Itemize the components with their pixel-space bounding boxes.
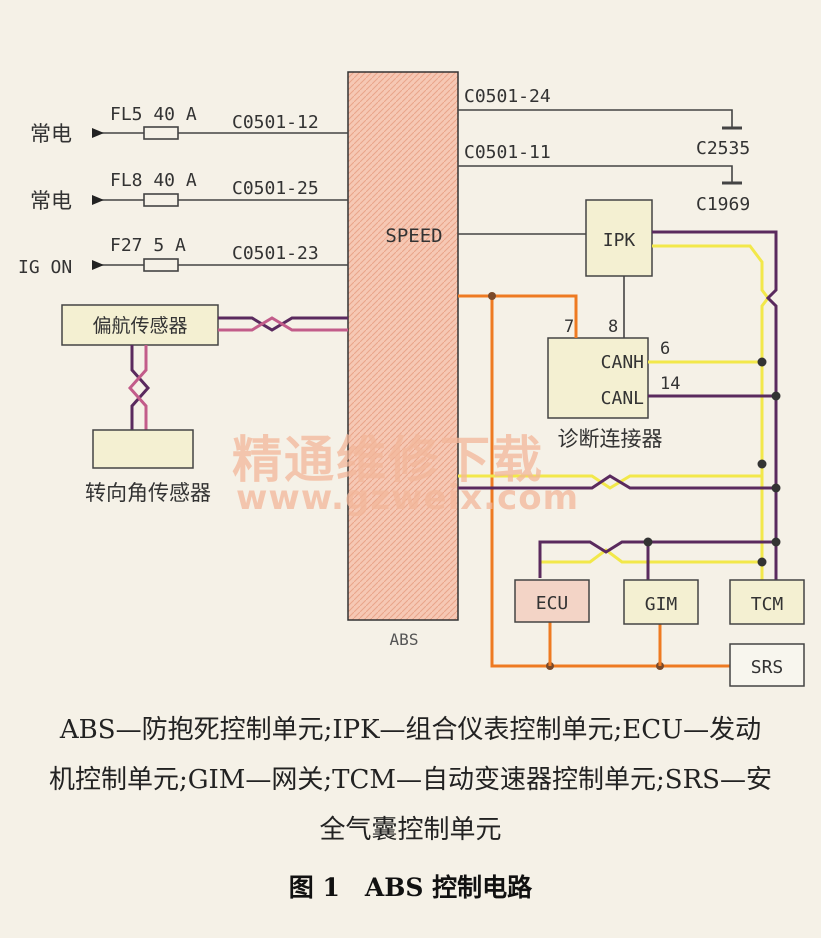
pin7-label: 7 bbox=[564, 317, 574, 337]
gim-module bbox=[623, 579, 699, 625]
ecu-module bbox=[514, 579, 590, 623]
ecu-label: ECU bbox=[536, 593, 569, 614]
fuse-label: FL8 40 A bbox=[110, 170, 197, 191]
pin-label: C0501-23 bbox=[232, 243, 319, 264]
pin-label: C0501-12 bbox=[232, 112, 319, 133]
pin-label: C0501-25 bbox=[232, 178, 319, 199]
orange-wiring bbox=[458, 294, 730, 668]
tcm-label: TCM bbox=[751, 594, 784, 615]
power-input-2 bbox=[92, 193, 348, 207]
can-high-bus bbox=[458, 244, 770, 580]
canh-label: CANH bbox=[601, 352, 644, 373]
power-input-3 bbox=[92, 258, 348, 272]
bus-junctions bbox=[643, 357, 781, 567]
gim-label: GIM bbox=[645, 594, 678, 615]
power-source-label: IG ON bbox=[18, 257, 72, 278]
ground-line-2 bbox=[458, 165, 742, 185]
abs-label: ABS bbox=[390, 630, 419, 649]
steering-sensor-label: 转向角传感器 bbox=[85, 481, 211, 505]
ipk-module bbox=[585, 199, 653, 277]
steering-sensor-box bbox=[92, 429, 194, 469]
ipk-label: IPK bbox=[603, 230, 636, 251]
power-source-label: 常电 bbox=[30, 122, 72, 146]
speed-label: SPEED bbox=[385, 225, 442, 247]
yaw-sensor-label: 偏航传感器 bbox=[92, 315, 187, 337]
yaw-sensor-twisted-pair bbox=[127, 316, 348, 430]
abs-module bbox=[347, 71, 459, 621]
pin6-label: 6 bbox=[660, 339, 670, 359]
caption-line-3: 全气囊控制单元 bbox=[319, 815, 502, 845]
diagnostic-connector bbox=[547, 337, 649, 419]
pin-label: C0501-11 bbox=[464, 142, 551, 163]
ground-label: C1969 bbox=[696, 194, 750, 215]
pin-label: C0501-24 bbox=[464, 86, 551, 107]
figure-title: 图 1 ABS 控制电路 bbox=[288, 873, 533, 902]
caption-line-1: ABS—防抱死控制单元;IPK—组合仪表控制单元;ECU—发动 bbox=[59, 715, 762, 745]
srs-module bbox=[729, 643, 805, 687]
ground-label: C2535 bbox=[696, 138, 750, 159]
ground-line-1 bbox=[458, 109, 742, 130]
tcm-module bbox=[729, 579, 805, 625]
diagnostic-connector-label: 诊断连接器 bbox=[558, 427, 663, 451]
power-source-label: 常电 bbox=[30, 189, 72, 213]
abs-circuit-diagram: SPEED ABS 常电 FL5 40 A C0501-12 常电 FL8 40… bbox=[18, 71, 805, 687]
pin14-label: 14 bbox=[660, 374, 680, 394]
pin8-label: 8 bbox=[608, 317, 618, 337]
fuse-label: F27 5 A bbox=[110, 235, 186, 256]
srs-label: SRS bbox=[751, 657, 784, 678]
junction-dot bbox=[488, 292, 496, 300]
fuse-label: FL5 40 A bbox=[110, 104, 197, 125]
yaw-sensor-box bbox=[61, 304, 219, 346]
power-input-1 bbox=[92, 126, 348, 140]
canl-label: CANL bbox=[601, 388, 645, 409]
caption-line-2: 机控制单元;GIM—网关;TCM—自动变速器控制单元;SRS—安 bbox=[49, 765, 772, 795]
